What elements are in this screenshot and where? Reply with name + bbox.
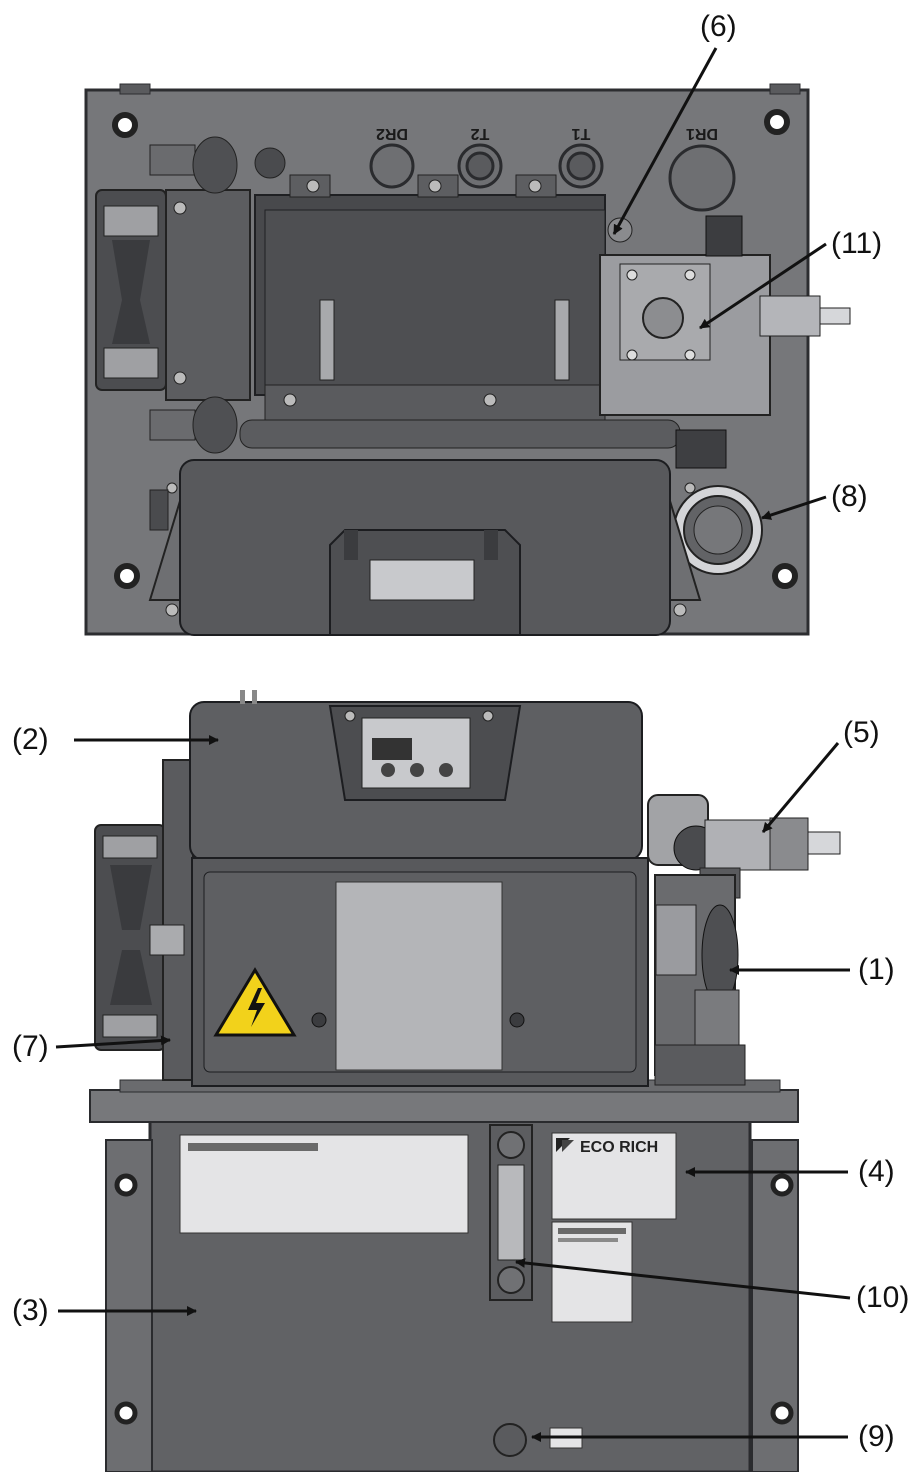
nameplate-4: ECO RICH (551, 1132, 677, 1323)
callout-8: (8) (831, 480, 868, 513)
ports (369, 143, 736, 212)
leader-5 (761, 742, 840, 833)
callout-10: (10) (856, 1281, 910, 1314)
leader-lines (55, 47, 851, 1442)
electrical-warning-icon (213, 967, 297, 1037)
brand-text: ECO RICH (580, 1139, 658, 1156)
callout-6: (6) (700, 10, 737, 43)
valve-assembly-top (599, 215, 851, 469)
callout-3: (3) (12, 1294, 49, 1327)
leader-6 (612, 47, 718, 235)
fan-assembly-top (95, 136, 286, 454)
callout-5: (5) (843, 716, 880, 749)
mounting-holes-top (112, 109, 798, 589)
leader-11 (699, 242, 827, 330)
port-label-t2: T2 (471, 125, 490, 142)
pump-housing-top (148, 459, 702, 636)
caution-label (179, 1134, 469, 1234)
callout-1: (1) (858, 953, 895, 986)
port-label-t1: T1 (572, 125, 591, 142)
mounting-holes-front (114, 1173, 794, 1425)
port-label-dr1: DR1 (686, 125, 718, 142)
drain-fitting-8 (673, 485, 763, 575)
callout-9: (9) (858, 1420, 895, 1453)
drain-plug-9 (493, 1423, 527, 1457)
callout-11: (11) (831, 227, 883, 260)
callout-4: (4) (858, 1155, 895, 1188)
motor-cover-2 (189, 690, 649, 1087)
top-view: DR2 T2 T1 DR1 (84, 83, 851, 636)
reservoir-cover-top (239, 174, 681, 449)
port-dr1 (668, 144, 736, 212)
leader-8 (761, 495, 827, 520)
level-gauge-10 (489, 1124, 533, 1301)
top-flange-plate (89, 1089, 799, 1123)
callout-2: (2) (12, 723, 49, 756)
callout-7: (7) (12, 1030, 49, 1063)
leader-10 (515, 1257, 851, 1300)
leader-7 (55, 1035, 171, 1049)
port-dr2 (369, 143, 415, 189)
valve-pump-right (647, 794, 841, 1086)
front-view: ECO RICH (89, 690, 841, 1472)
fan-assembly-front (94, 759, 194, 1081)
port-label-dr2: DR2 (376, 125, 408, 142)
